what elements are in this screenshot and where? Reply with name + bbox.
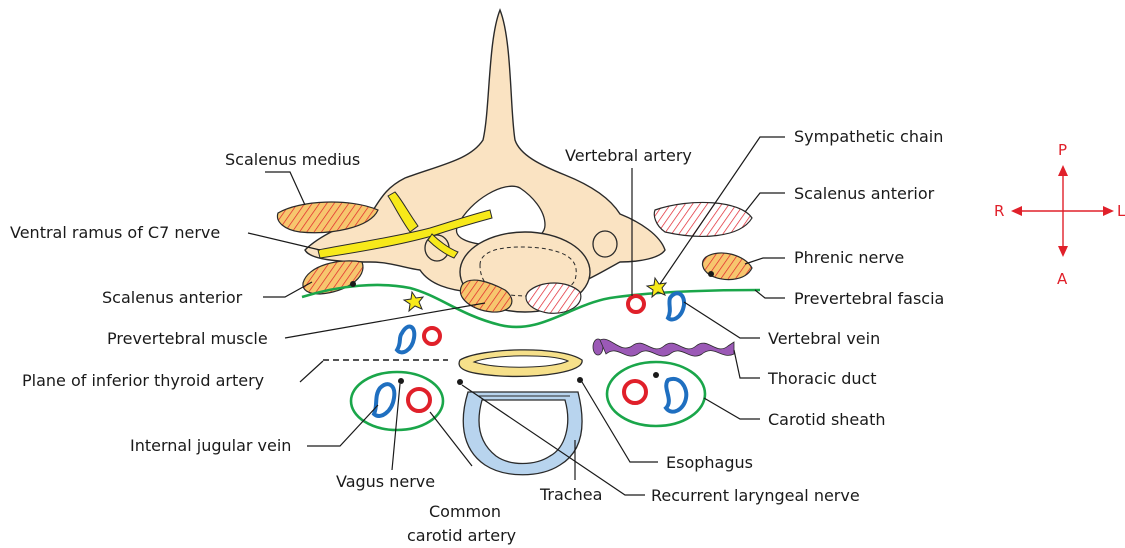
sympathetic-ganglion-right [404,292,423,311]
vertebral-artery-right [424,328,440,344]
label-internal-jugular-vein: Internal jugular vein [130,436,291,455]
arrow-left-icon [1011,206,1022,216]
label-prevertebral-fascia: Prevertebral fascia [794,289,944,308]
arrow-down-icon [1058,246,1068,257]
label-prevertebral-muscle: Prevertebral muscle [107,329,268,348]
label-scalenus-medius: Scalenus medius [225,150,360,169]
label-ventral-ramus: Ventral ramus of C7 nerve [10,223,220,242]
thoracic-duct-shape [593,339,734,356]
label-plane-inferior-thyroid: Plane of inferior thyroid artery [22,371,264,390]
phrenic-nerve-dot-right [350,281,356,287]
internal-jugular-vein-left [666,379,686,412]
compass-posterior: P [1058,141,1067,159]
compass-right: R [994,202,1004,220]
label-sympathetic-chain: Sympathetic chain [794,127,943,146]
label-vertebral-vein: Vertebral vein [768,329,880,348]
label-recurrent-laryngeal: Recurrent laryngeal nerve [651,486,860,505]
vertebral-vein-left [668,293,684,319]
orientation-compass: P A R L [994,141,1125,288]
label-common-carotid-2: carotid artery [407,526,516,545]
esophagus-shape [459,350,582,377]
label-scalenus-anterior-left: Scalenus anterior [794,184,935,203]
vagus-nerve-dot-right [398,378,404,384]
scalenus-medius-left-muscle [654,202,752,236]
label-phrenic-nerve: Phrenic nerve [794,248,904,267]
vertebral-vein-right [397,327,414,353]
phrenic-nerve-dot-left [708,271,714,277]
prevertebral-muscle-left [526,283,581,313]
label-vertebral-artery: Vertebral artery [565,146,692,165]
trachea-shape [463,392,582,475]
label-scalenus-anterior-right: Scalenus anterior [102,288,243,307]
arrow-up-icon [1058,165,1068,176]
label-common-carotid-1: Common [429,502,501,521]
foramen-transversarium-left [593,231,617,257]
compass-anterior: A [1057,270,1068,288]
common-carotid-artery-left [624,381,646,403]
compass-left: L [1117,202,1125,220]
label-esophagus: Esophagus [666,453,753,472]
carotid-sheath-left [607,362,705,426]
vagus-nerve-dot-left [653,372,659,378]
vertebral-artery-left [628,296,644,312]
label-trachea: Trachea [539,485,602,504]
arrow-right-icon [1103,206,1114,216]
recurrent-laryngeal-dot-right [457,379,463,385]
label-vagus-nerve: Vagus nerve [336,472,435,491]
label-thoracic-duct: Thoracic duct [767,369,877,388]
common-carotid-artery-right [408,389,430,411]
label-carotid-sheath: Carotid sheath [768,410,886,429]
